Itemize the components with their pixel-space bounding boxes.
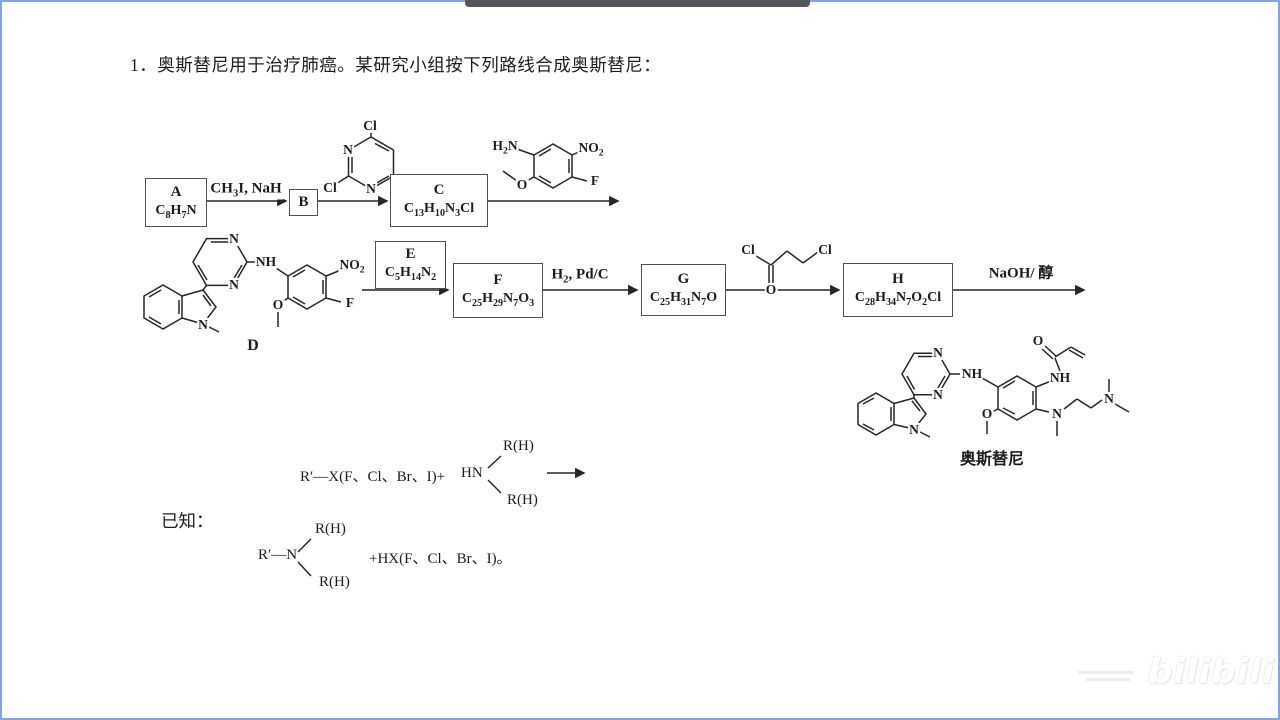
- compound-formula-g: C25H31N7O: [649, 290, 718, 308]
- compound-formula-c: C13H10N3Cl: [403, 200, 475, 219]
- watermark-smudge: [1078, 671, 1134, 674]
- compound-letter-c: C: [433, 181, 445, 198]
- compound-box-h: H C28H34N7O2Cl: [843, 263, 953, 317]
- compound-letter-f: F: [493, 271, 503, 288]
- compound-letter-e: E: [405, 246, 416, 263]
- structure-dichloropyrimidine: [332, 127, 395, 190]
- atom-o: O: [980, 405, 994, 422]
- compound-letter-h: H: [892, 271, 904, 288]
- structure-d: [143, 237, 342, 333]
- known-line1-reactant: R′—X(F、Cl、Br、I)+: [300, 469, 446, 485]
- atom-o: O: [1031, 332, 1045, 349]
- known-line2-product: R′—N: [258, 547, 298, 563]
- atom-n: N: [228, 276, 240, 293]
- compound-box-c: C C13H10N3Cl: [390, 174, 488, 227]
- atom-o: O: [271, 296, 285, 313]
- structure-d-label: D: [247, 337, 259, 354]
- known-rh-top: R(H): [503, 438, 534, 454]
- compound-letter-g: G: [677, 271, 690, 288]
- known-rh-top2: R(H): [315, 521, 346, 537]
- reagent-label-h2-pdc: H2, Pd/C: [549, 266, 611, 286]
- known-label: 已知：: [161, 511, 214, 531]
- atom-n: N: [932, 386, 944, 403]
- atom-cl: Cl: [322, 179, 338, 196]
- atom-nh: NH: [1048, 369, 1072, 386]
- product-name-label: 奥斯替尼: [959, 451, 1025, 468]
- compound-letter-a: A: [170, 183, 182, 200]
- atom-n: N: [932, 344, 944, 361]
- atom-n: N: [1051, 405, 1063, 422]
- atom-n: N: [228, 230, 240, 247]
- top-gray-bar: [465, 0, 810, 7]
- compound-box-f: F C25H29N7O3: [453, 263, 543, 318]
- known-equation-bonds: [297, 455, 586, 577]
- compound-box-g: G C25H31N7O: [641, 264, 726, 316]
- atom-n: N: [197, 316, 209, 333]
- atom-o: O: [515, 176, 529, 193]
- compound-formula-f: C25H29N7O3: [461, 290, 535, 309]
- atom-cl: Cl: [362, 117, 378, 134]
- compound-box-a: A C8H7N: [145, 178, 207, 227]
- atom-f: F: [589, 172, 601, 189]
- reagent-label-naoh-alcohol: NaOH/ 醇: [986, 261, 1056, 283]
- structure-osimertinib: [857, 345, 1130, 438]
- atom-nh: NH: [254, 253, 278, 270]
- atom-cl: Cl: [817, 241, 833, 258]
- atom-no2: NO2: [577, 140, 605, 159]
- atom-f: F: [344, 294, 356, 311]
- question-title: 1．奥斯替尼用于治疗肺癌。某研究小组按下列路线合成奥斯替尼：: [130, 55, 662, 75]
- structure-chloropropanoyl-chloride: [755, 250, 819, 283]
- compound-formula-h: C28H34N7O2Cl: [854, 290, 942, 308]
- atom-n: N: [1103, 390, 1115, 407]
- compound-formula-e: C5H14N2: [384, 265, 437, 283]
- atom-n: N: [365, 180, 377, 197]
- atom-n: N: [908, 421, 920, 438]
- atom-cl: Cl: [740, 241, 756, 258]
- compound-formula-a: C8H7N: [155, 202, 197, 221]
- reagent-label-ch3i-nah: CH3I, NaH: [208, 180, 284, 200]
- known-rh-bottom2: R(H): [319, 574, 350, 590]
- watermark-smudge: [1086, 678, 1130, 681]
- compound-box-e: E C5H14N2: [375, 241, 446, 289]
- structure-fluoro-methoxy-nitroaniline: [502, 143, 588, 189]
- known-line1-hn: HN: [461, 465, 483, 481]
- atom-no2: NO2: [338, 257, 366, 276]
- atom-h2n: H2N: [491, 138, 519, 157]
- compound-box-b: B: [289, 189, 318, 216]
- atom-n: N: [342, 141, 354, 158]
- atom-o: O: [764, 281, 778, 298]
- known-line2-byproduct: +HX(F、Cl、Br、I)。: [369, 551, 512, 567]
- atom-nh: NH: [960, 365, 984, 382]
- bilibili-logo-icon: bilibili: [1148, 652, 1275, 692]
- compound-letter-b: B: [298, 194, 309, 211]
- known-rh-bottom: R(H): [507, 492, 538, 508]
